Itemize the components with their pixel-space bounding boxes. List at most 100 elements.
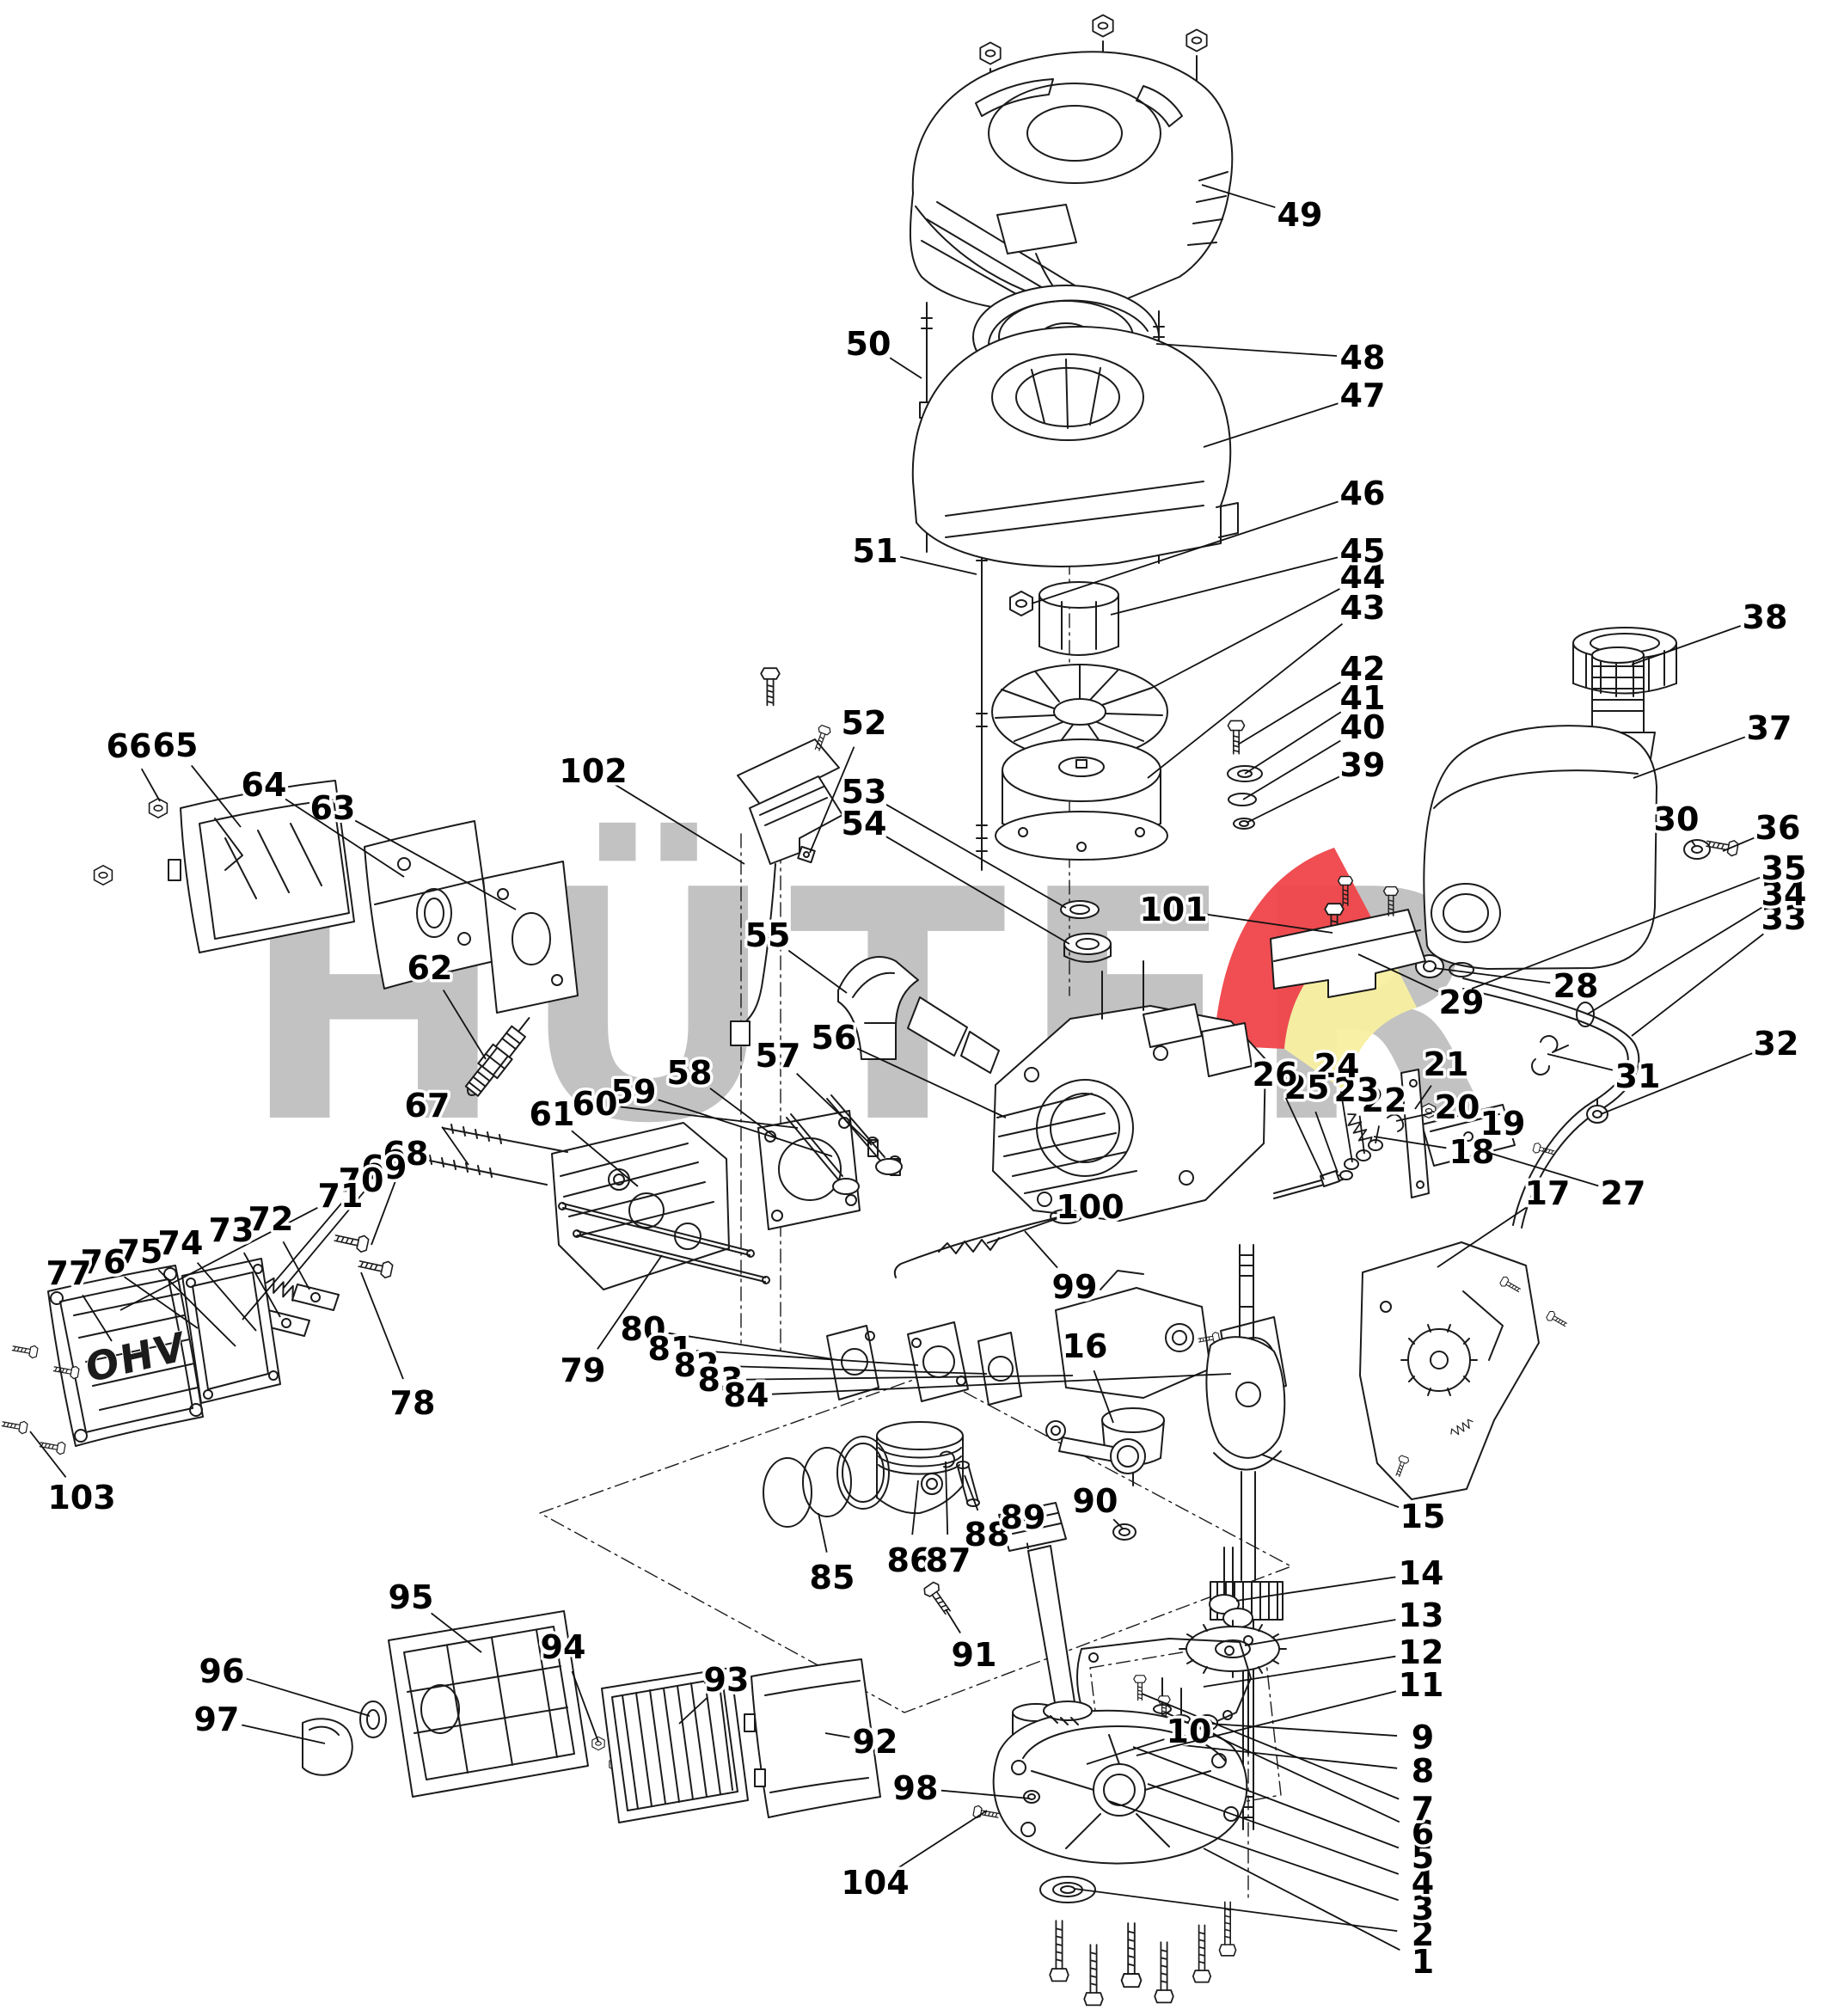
callout-label-81: 81	[648, 1330, 694, 1368]
callout-leader-25	[1314, 1111, 1339, 1173]
callout-label-55: 55	[745, 916, 791, 954]
callout-leader-15	[1261, 1454, 1400, 1509]
part-63-muffler-gasket-art	[482, 861, 579, 1014]
callout-label-94: 94	[541, 1628, 586, 1666]
callout-leader-68	[371, 1177, 398, 1246]
callout-leader-71	[119, 1207, 318, 1311]
callout-label-47: 47	[1340, 377, 1386, 414]
callout-leader-89	[1026, 1542, 1029, 1550]
callout-leader-56	[856, 1047, 1007, 1118]
callout-leader-61	[571, 1130, 639, 1187]
callout-leader-12	[1203, 1655, 1396, 1688]
part-77-valve-cover-art	[47, 1265, 204, 1447]
callout-leader-11	[1136, 1690, 1397, 1756]
callout-label-1: 1	[1412, 1943, 1434, 1981]
callout-label-39: 39	[1340, 746, 1386, 784]
callout-label-99: 99	[1052, 1268, 1098, 1306]
callout-leader-7	[1141, 1693, 1400, 1800]
callout-label-61: 61	[530, 1095, 575, 1133]
part-51-stud-art	[976, 530, 988, 871]
callout-label-102: 102	[559, 752, 627, 790]
callout-leader-41	[1244, 711, 1342, 775]
callout-label-73: 73	[209, 1211, 254, 1249]
callout-label-97: 97	[194, 1700, 240, 1738]
callout-label-78: 78	[390, 1384, 436, 1422]
part-2-oil-seal-art	[1039, 1876, 1096, 1903]
callout-leader-82	[721, 1364, 988, 1375]
callout-label-58: 58	[667, 1054, 713, 1092]
callout-leader-72	[282, 1241, 310, 1290]
callout-leader-102	[615, 783, 745, 865]
callout-leader-3	[1108, 1800, 1399, 1902]
callout-label-95: 95	[389, 1578, 434, 1616]
callout-label-64: 64	[242, 766, 287, 804]
callout-label-68: 68	[383, 1135, 429, 1173]
callout-label-60: 60	[573, 1085, 618, 1123]
callout-leader-21	[1414, 1085, 1432, 1110]
callout-label-84: 84	[724, 1376, 769, 1414]
part-90-bushing-art	[1112, 1523, 1136, 1541]
callout-leader-22	[1375, 1125, 1380, 1144]
callout-label-101: 101	[1139, 891, 1207, 928]
callout-leader-95	[431, 1612, 482, 1653]
callout-label-49: 49	[1277, 196, 1323, 234]
part-34-clip-art	[1576, 1002, 1595, 1027]
callout-leader-93	[678, 1696, 708, 1725]
callout-label-51: 51	[853, 532, 898, 570]
callout-label-11: 11	[1399, 1666, 1444, 1704]
part-31-spring-clip-art	[1531, 1035, 1569, 1075]
callout-leader-78	[360, 1271, 404, 1380]
callout-leader-13	[1244, 1619, 1396, 1646]
callout-leader-17	[1437, 1206, 1527, 1268]
callout-leader-45	[1110, 556, 1339, 616]
callout-label-31: 31	[1615, 1057, 1661, 1095]
part-42-41-40-39-hardware-art	[1227, 720, 1263, 830]
part-91-bolt-art	[921, 1579, 956, 1618]
callout-leader-62	[442, 990, 487, 1060]
callout-label-7: 7	[1412, 1790, 1434, 1828]
callout-label-22: 22	[1362, 1082, 1407, 1119]
callout-leader-65	[191, 764, 242, 828]
callout-label-9: 9	[1412, 1719, 1434, 1756]
callout-label-77: 77	[46, 1254, 92, 1292]
callout-label-24: 24	[1314, 1047, 1360, 1085]
callout-label-32: 32	[1754, 1025, 1799, 1063]
callout-label-56: 56	[812, 1019, 857, 1057]
callout-leader-49	[1201, 184, 1276, 209]
part-7-bolt-art	[1133, 1675, 1147, 1701]
callout-label-74: 74	[158, 1224, 204, 1262]
callout-label-50: 50	[846, 325, 891, 363]
part-65-muffler-guard-art	[168, 780, 355, 953]
callout-leader-55	[787, 949, 848, 994]
part-55-plug-boot-art	[837, 956, 1000, 1074]
callout-leader-20	[1395, 1112, 1432, 1122]
callout-leader-100	[986, 1215, 1066, 1244]
callout-label-43: 43	[1340, 589, 1386, 627]
callout-label-71: 71	[318, 1177, 364, 1215]
callout-label-35: 35	[1761, 849, 1807, 887]
part-30-36-washer-bolt-art	[1683, 835, 1740, 860]
callout-label-100: 100	[1056, 1188, 1124, 1226]
part-82-carb-gasket-art	[977, 1332, 1022, 1406]
callout-leader-33	[1631, 933, 1764, 1037]
part-86-piston-art	[876, 1421, 964, 1515]
parts-artwork: OHV	[0, 14, 1740, 2007]
callout-leader-101	[1198, 912, 1333, 934]
part-61-cylinder-head-art	[551, 1122, 730, 1290]
callout-label-17: 17	[1525, 1174, 1571, 1212]
callout-label-13: 13	[1399, 1596, 1444, 1634]
callout-leader-5	[1132, 1746, 1400, 1849]
callout-leader-67	[441, 1126, 469, 1166]
callout-leader-84	[771, 1373, 1232, 1395]
callout-leader-2	[1074, 1888, 1398, 1932]
callout-leader-42	[1237, 681, 1341, 745]
callout-label-72: 72	[248, 1200, 294, 1238]
callout-leader-57	[796, 1073, 873, 1146]
callout-leader-39	[1246, 775, 1340, 824]
part-32-clamp-art	[1586, 1098, 1608, 1124]
callout-leader-94	[571, 1670, 599, 1743]
callout-label-38: 38	[1743, 598, 1788, 636]
callout-leader-91	[945, 1609, 961, 1634]
callout-label-20: 20	[1435, 1088, 1480, 1126]
callout-leader-86	[911, 1480, 919, 1535]
